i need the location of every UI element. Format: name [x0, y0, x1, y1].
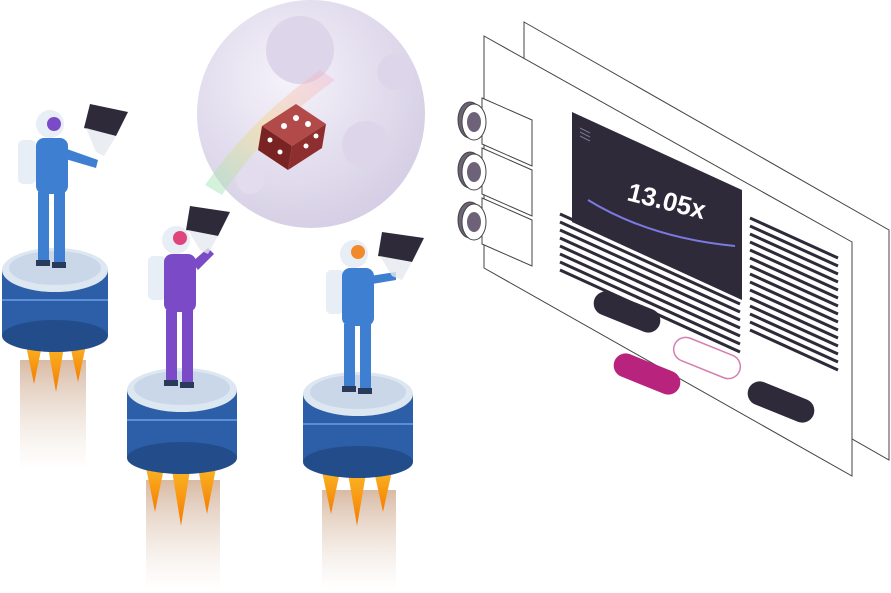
- astronaut-2: [148, 206, 230, 388]
- multiplier-screen: [572, 112, 742, 300]
- coin-card-2[interactable]: [457, 147, 533, 217]
- multiplier-curve: [587, 199, 736, 247]
- game-screen-panels: 13.05x: [457, 21, 890, 477]
- dice-icon: [258, 104, 326, 170]
- screen-menu-icon: [579, 127, 591, 142]
- tablet-icon: [186, 206, 230, 254]
- bet-button[interactable]: [590, 288, 664, 336]
- bet-history-lines: [559, 212, 741, 354]
- rocket-platform-1: [2, 248, 108, 470]
- tablet-icon: [378, 232, 424, 280]
- astronaut-1: [18, 104, 128, 268]
- moon-icon: [197, 0, 425, 228]
- settings-button[interactable]: [744, 378, 818, 426]
- auto-button[interactable]: [670, 334, 744, 382]
- tablet-icon: [84, 104, 128, 156]
- rocket-platform-2: [127, 368, 237, 590]
- coin-card-1[interactable]: [457, 97, 533, 167]
- rocket-platform-3: [303, 372, 413, 590]
- astronaut-3: [326, 232, 424, 394]
- players-list-lines: [749, 216, 839, 372]
- cashout-button[interactable]: [610, 350, 684, 398]
- coin-card-3[interactable]: [457, 197, 533, 267]
